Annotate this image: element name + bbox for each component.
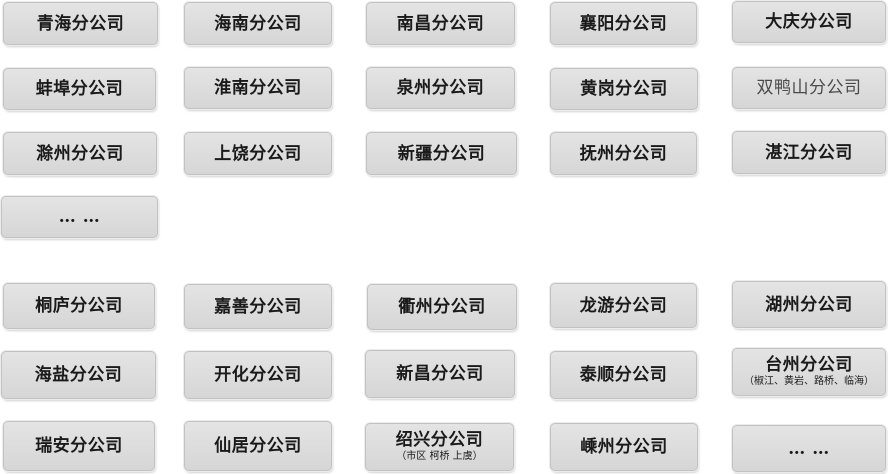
branch-label: 双鸭山分公司: [756, 78, 862, 98]
branch-sublabel: （椒江、黄岩、路桥、临海）: [744, 376, 874, 387]
branch-label: 大庆分公司: [765, 12, 853, 32]
branch-tile-quzhou[interactable]: 衢州分公司: [367, 284, 517, 330]
branch-tile-shaoxing[interactable]: 绍兴分公司 （市区 柯桥 上虞）: [365, 423, 514, 471]
branch-label: 海盐分公司: [34, 365, 123, 385]
branch-label: 嵊州分公司: [580, 437, 668, 457]
branch-tile-quanzhou[interactable]: 泉州分公司: [366, 67, 515, 109]
branch-label: 泰顺分公司: [579, 365, 668, 385]
branch-label: 新疆分公司: [397, 143, 486, 164]
branch-label: 嘉善分公司: [214, 296, 302, 317]
more-label: … …: [788, 438, 830, 459]
branch-tile-kaihua[interactable]: 开化分公司: [184, 351, 332, 399]
branch-tile-qinghai[interactable]: 青海分公司: [3, 2, 158, 45]
branch-tile-chuzhou[interactable]: 滁州分公司: [3, 132, 157, 175]
branch-label: 青海分公司: [36, 13, 125, 34]
branch-label: 滁州分公司: [36, 143, 124, 164]
branch-tile-taizhou[interactable]: 台州分公司 （椒江、黄岩、路桥、临海）: [732, 348, 886, 396]
branch-tile-hainan[interactable]: 海南分公司: [184, 2, 332, 45]
branch-tile-zhanjiang[interactable]: 湛江分公司: [732, 131, 886, 174]
branch-tile-daqing[interactable]: 大庆分公司: [732, 1, 886, 43]
branch-tile-huanggang[interactable]: 黄岗分公司: [550, 68, 698, 110]
branch-tile-taishun[interactable]: 泰顺分公司: [550, 351, 697, 399]
branch-tile-tonglu[interactable]: 桐庐分公司: [3, 283, 155, 329]
branch-sublabel: （市区 柯桥 上虞）: [396, 451, 483, 462]
branch-tile-longyou[interactable]: 龙游分公司: [550, 283, 697, 328]
branch-tile-haiyan[interactable]: 海盐分公司: [1, 351, 156, 399]
branch-tile-fuzhou[interactable]: 抚州分公司: [550, 132, 697, 175]
branch-tile-more-a[interactable]: … …: [1, 196, 158, 238]
branch-label: 开化分公司: [214, 365, 302, 385]
branch-tile-huainan[interactable]: 淮南分公司: [184, 67, 332, 109]
branch-label: 南昌分公司: [396, 13, 485, 34]
branch-tile-huzhou[interactable]: 湖州分公司: [732, 281, 886, 328]
branch-label: 绍兴分公司: [395, 430, 484, 450]
branch-label: 新昌分公司: [396, 364, 484, 384]
branch-label: 蚌埠分公司: [35, 79, 124, 99]
branch-tile-xinchang[interactable]: 新昌分公司: [365, 350, 515, 398]
branch-label: 上饶分公司: [214, 143, 302, 164]
branch-label: 瑞安分公司: [35, 436, 123, 456]
branch-label: 龙游分公司: [579, 295, 668, 316]
branch-tile-shengzhou[interactable]: 嵊州分公司: [550, 423, 698, 471]
branch-tile-shuangyashan[interactable]: 双鸭山分公司: [732, 67, 886, 109]
branch-label: 海南分公司: [214, 13, 302, 34]
branch-tile-ruian[interactable]: 瑞安分公司: [3, 421, 155, 471]
branch-label: 台州分公司: [765, 355, 853, 375]
branch-tile-xianju[interactable]: 仙居分公司: [184, 421, 332, 471]
branch-tile-shangrao[interactable]: 上饶分公司: [184, 132, 332, 175]
branch-tile-nanchang[interactable]: 南昌分公司: [366, 2, 515, 45]
branch-label: 淮南分公司: [214, 78, 302, 98]
branch-label: 抚州分公司: [579, 143, 668, 164]
branch-tile-jiashan[interactable]: 嘉善分公司: [184, 284, 332, 329]
branch-label: 湛江分公司: [765, 142, 853, 163]
branch-label: 衢州分公司: [398, 297, 486, 317]
branch-tile-more-b[interactable]: … …: [732, 425, 886, 472]
branch-tile-xinjiang[interactable]: 新疆分公司: [366, 132, 517, 175]
branch-label: 仙居分公司: [214, 436, 302, 456]
branch-tile-xiangyang[interactable]: 襄阳分公司: [550, 2, 697, 45]
branch-label: 桐庐分公司: [35, 296, 123, 316]
branch-label: 黄岗分公司: [580, 79, 668, 99]
branch-tile-bengbu[interactable]: 蚌埠分公司: [3, 68, 156, 110]
branch-label: 襄阳分公司: [579, 13, 668, 34]
branch-label: 湖州分公司: [765, 294, 853, 315]
branch-label: 泉州分公司: [396, 78, 485, 98]
more-label: … …: [58, 207, 101, 227]
